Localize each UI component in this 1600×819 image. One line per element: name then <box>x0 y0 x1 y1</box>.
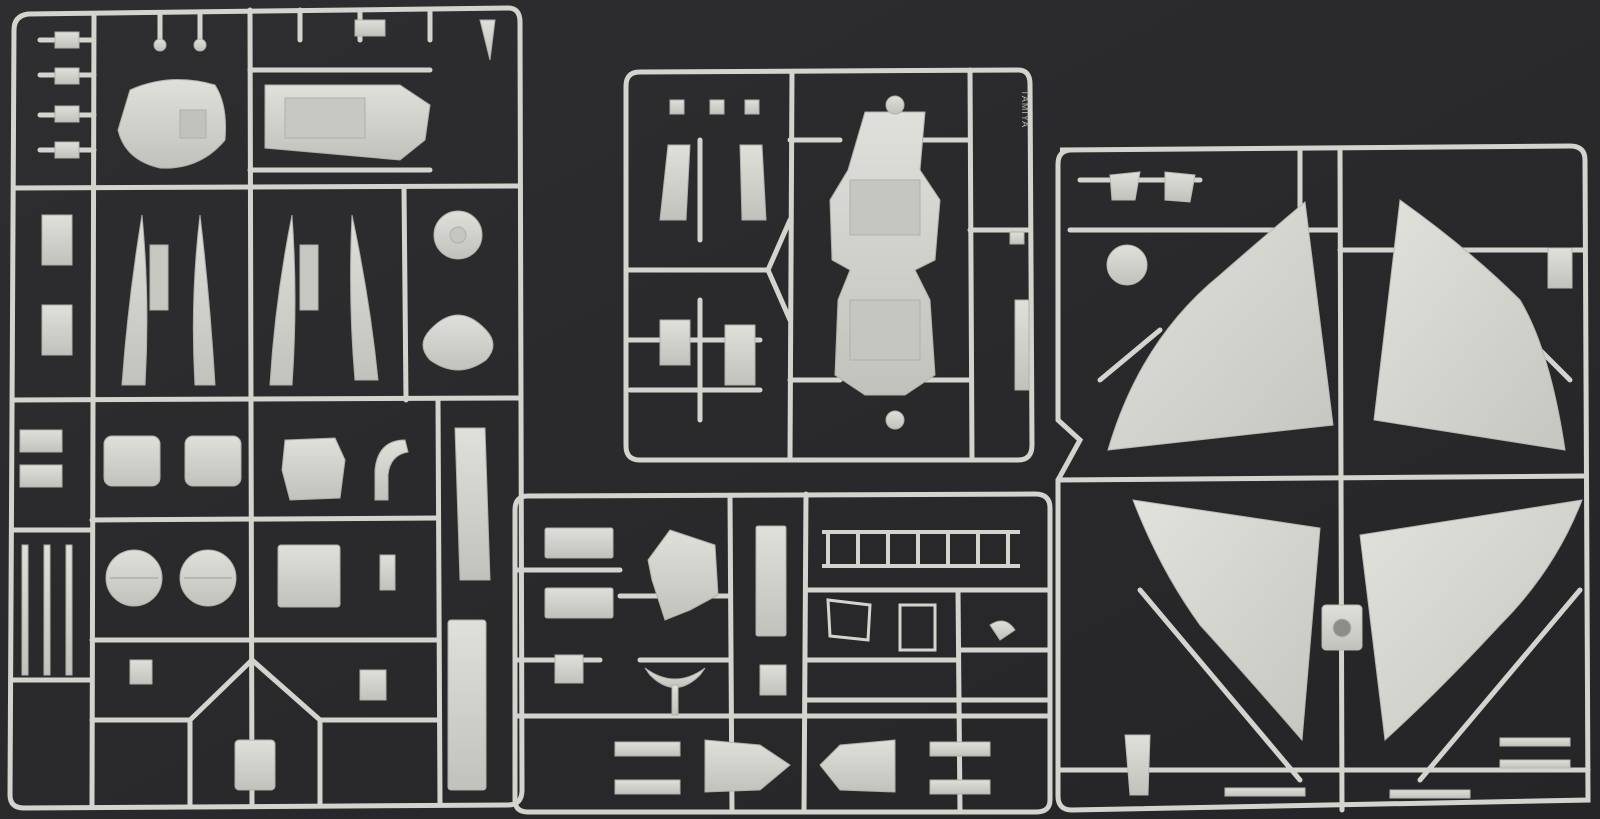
bulkhead-part <box>647 529 719 621</box>
side-panel-part <box>755 525 787 637</box>
nose-part-1 <box>704 739 791 793</box>
tamiya-stamp: TAMIYA <box>1020 90 1030 128</box>
nacelle-half-3 <box>269 214 296 386</box>
wing-lower-left <box>1132 499 1321 742</box>
small-dome <box>1106 244 1148 286</box>
nacelle-half-4 <box>350 214 379 381</box>
ladder-part <box>822 530 1020 568</box>
right-wing-parts <box>1106 171 1583 799</box>
nacelle-half-1 <box>121 214 148 386</box>
box-part <box>277 544 341 608</box>
nose-part-2 <box>819 739 896 793</box>
hub-part <box>422 314 494 371</box>
panel-part-2 <box>544 587 614 619</box>
instrument-panel-1 <box>659 144 691 221</box>
seat-part <box>234 739 276 791</box>
long-blade-part <box>454 427 491 581</box>
center-top-parts: TAMIYA <box>659 90 1030 430</box>
wing-upper-right <box>1373 199 1566 451</box>
wing-lower-right <box>1359 499 1583 742</box>
nacelle-half-2 <box>192 214 216 386</box>
cockpit-tub-part <box>117 79 226 169</box>
wing-upper-left <box>1107 201 1334 451</box>
instrument-panel-2 <box>739 144 767 221</box>
drum-part-2 <box>184 435 242 487</box>
sprue-center-bottom <box>512 491 1053 815</box>
yoke-part <box>644 667 706 688</box>
center-bottom-parts <box>544 525 1020 795</box>
sprue-left <box>7 5 525 811</box>
left-sprue-parts <box>19 19 496 791</box>
engine-block-part <box>281 437 346 501</box>
drum-part-1 <box>103 435 161 487</box>
seat-frame-part <box>659 319 691 366</box>
panel-part-1 <box>544 527 614 559</box>
cockpit-recess <box>179 109 207 139</box>
exhaust-elbow-part <box>374 439 409 501</box>
rail-part <box>447 619 487 791</box>
